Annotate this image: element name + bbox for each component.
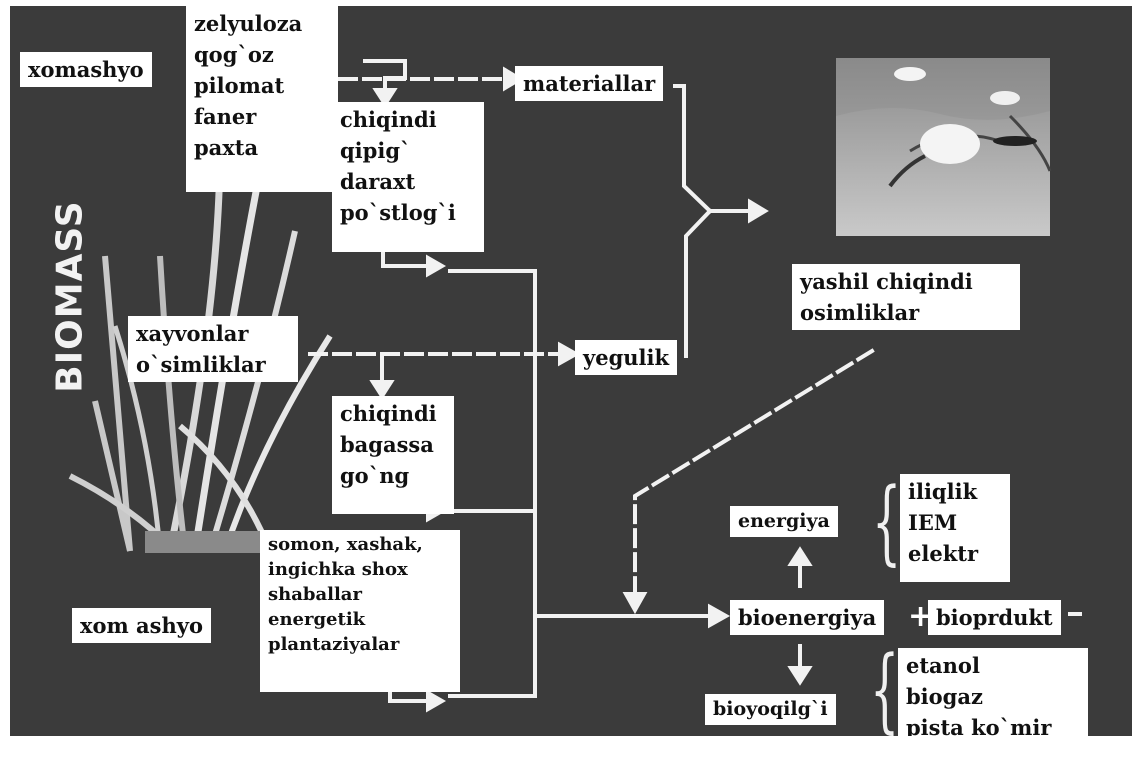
bioenergiya-box: bioenergiya (730, 600, 884, 635)
animals-item: o`simliklar (136, 349, 290, 380)
energy-brace: { (872, 476, 901, 568)
animals-item: xayvonlar (136, 318, 290, 349)
product-item: paxta (194, 132, 330, 163)
biomass-vertical-label: BIOMASS (50, 197, 91, 397)
fuel-brace: { (870, 644, 899, 736)
agri-waste-item: go`ng (340, 460, 446, 491)
product-item: pilomat (194, 70, 330, 101)
crops-box: somon, xashak, ingichka shox shaballar e… (260, 530, 460, 692)
bioprdukt-box: bioprdukt (928, 600, 1061, 635)
agri-waste-item: chiqindi (340, 398, 446, 429)
product-item: faner (194, 101, 330, 132)
bioenergiya-label: bioenergiya (738, 602, 876, 633)
green-waste-item: osimliklar (800, 297, 1012, 328)
wood-waste-item: po`stlog`i (340, 197, 476, 228)
landscape-illustration (836, 58, 1050, 236)
wood-waste-item: chiqindi (340, 104, 476, 135)
xomashyo-label: xomashyo (28, 54, 144, 85)
bioprdukt-label: bioprdukt (936, 602, 1053, 633)
diagram-canvas: BIOMASS xomashyo zelyuloza qog`oz piloma… (10, 6, 1132, 736)
materiallar-label: materiallar (523, 68, 655, 99)
xom-ashyo-box: xom ashyo (72, 608, 211, 643)
yegulik-label: yegulik (583, 342, 669, 373)
fuel-item: biogaz (906, 681, 1080, 712)
bioyoqilgi-label: bioyoqilg`i (713, 696, 828, 723)
agri-waste-box: chiqindi bagassa go`ng (332, 396, 454, 514)
wood-waste-box: chiqindi qipig` daraxt po`stlog`i (332, 102, 484, 252)
animals-plants-box: xayvonlar o`simliklar (128, 316, 298, 382)
fuel-item: pista ko`mir (906, 712, 1080, 736)
fuel-list-box: etanol biogaz pista ko`mir (898, 648, 1088, 736)
green-waste-item: yashil chiqindi (800, 266, 1012, 297)
energy-item: iliqlik (908, 476, 1002, 507)
crops-item: somon, xashak, (268, 532, 452, 557)
product-item: zelyuloza (194, 8, 330, 39)
fuel-item: etanol (906, 650, 1080, 681)
xomashyo-box: xomashyo (20, 52, 152, 87)
product-item: qog`oz (194, 39, 330, 70)
wood-waste-item: qipig` (340, 135, 476, 166)
crops-item: plantaziyalar (268, 632, 452, 657)
energiya-label: energiya (738, 508, 830, 535)
wood-waste-item: daraxt (340, 166, 476, 197)
energy-list-box: iliqlik IEM elektr (900, 474, 1010, 582)
energiya-box: energiya (730, 506, 838, 537)
crops-item: shaballar (268, 582, 452, 607)
crops-item: ingichka shox (268, 557, 452, 582)
products-box: zelyuloza qog`oz pilomat faner paxta (186, 6, 338, 192)
agri-waste-item: bagassa (340, 429, 446, 460)
energy-item: IEM (908, 507, 1002, 538)
yegulik-box: yegulik (575, 340, 677, 375)
crops-item: energetik (268, 607, 452, 632)
green-waste-box: yashil chiqindi osimliklar (792, 264, 1020, 330)
materiallar-box: materiallar (515, 66, 663, 101)
bioyoqilgi-box: bioyoqilg`i (705, 694, 836, 725)
xom-ashyo-label: xom ashyo (80, 610, 203, 641)
energy-item: elektr (908, 538, 1002, 569)
